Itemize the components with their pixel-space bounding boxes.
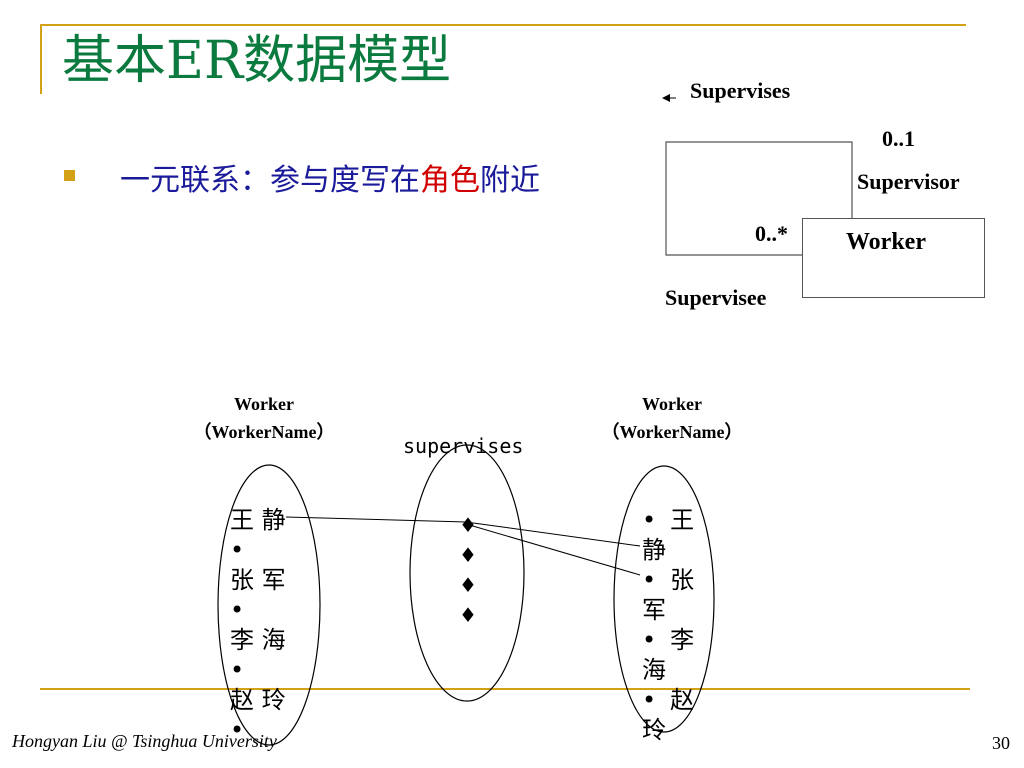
relationship-diamond-icon: ♦ <box>459 513 477 537</box>
title-left-bar <box>40 24 42 94</box>
left-set-items: 王 静 • 张 军 • 李 海 • 赵 玲 • <box>230 505 286 745</box>
list-item-bullet: • <box>230 596 245 624</box>
bullet-text: 一元联系：参与度写在角色附近 <box>120 155 540 199</box>
relationship-label: Supervises <box>690 78 791 103</box>
bottom-rule <box>40 688 970 690</box>
list-item-bullet: • <box>642 626 657 654</box>
list-item-text: 王 静 <box>642 506 695 564</box>
list-item-bullet: • <box>230 716 245 744</box>
list-item: 张 军 <box>230 566 286 594</box>
list-item: •李 海 <box>642 625 706 685</box>
list-item-bullet: • <box>642 686 657 714</box>
list-item-bullet: • <box>642 506 657 534</box>
list-item-bullet: • <box>642 566 657 594</box>
relationship-diamond-icon: ♦ <box>459 543 477 567</box>
right-set-attribute: （WorkerName） <box>601 422 743 442</box>
bullet-square-icon <box>64 170 75 181</box>
top-rule <box>40 24 966 26</box>
bullet-text-highlight: 角色 <box>420 163 480 198</box>
list-item: 王 静 <box>230 506 286 534</box>
left-set-ellipse <box>217 464 321 746</box>
supervisee-cardinality: 0..* <box>755 221 788 246</box>
right-set-label: Worker （WorkerName） <box>572 390 772 446</box>
right-set-ellipse <box>613 465 715 733</box>
left-set-entity: Worker <box>234 394 294 414</box>
supervisee-role-label: Supervisee <box>665 285 767 310</box>
list-item-text: 张 军 <box>642 566 695 624</box>
worker-entity-label: Worker <box>846 229 926 255</box>
list-item-text: 赵 玲 <box>642 686 695 744</box>
list-item: 李 海 <box>230 626 286 654</box>
list-item-bullet: • <box>230 536 245 564</box>
bullet-text-after: 附近 <box>480 163 540 198</box>
list-item: •张 军 <box>642 565 706 625</box>
left-set-attribute: （WorkerName） <box>193 422 335 442</box>
right-set-entity: Worker <box>642 394 702 414</box>
supervisor-role-label: Supervisor <box>857 169 960 194</box>
link-left-to-diamond <box>285 516 467 523</box>
er-supervises-arrowhead <box>662 94 670 102</box>
list-item: •赵 玲 <box>642 685 706 745</box>
bullet-text-before: 一元联系：参与度写在 <box>120 163 420 198</box>
middle-set-ellipse <box>409 444 525 702</box>
er-loop-line <box>665 141 853 256</box>
list-item-bullet: • <box>230 656 245 684</box>
left-set-label: Worker （WorkerName） <box>164 390 364 446</box>
page-number: 30 <box>992 733 1010 753</box>
list-item: •王 静 <box>642 505 706 565</box>
footer-credit: Hongyan Liu @ Tsinghua University <box>12 731 277 751</box>
supervisor-cardinality: 0..1 <box>882 126 915 151</box>
right-set-items: •王 静 •张 军 •李 海 •赵 玲 <box>642 505 706 745</box>
worker-entity-box <box>802 218 985 298</box>
link-diamond-to-right-1 <box>465 521 641 547</box>
slide-title: 基本ER数据模型 <box>62 31 452 91</box>
link-diamond-to-right-2 <box>465 523 641 576</box>
relationship-diamond-icon: ♦ <box>459 573 477 597</box>
list-item: 赵 玲 <box>230 686 286 714</box>
middle-set-diamonds: ♦ ♦ ♦ ♦ <box>459 510 477 630</box>
list-item-text: 李 海 <box>642 626 695 684</box>
relationship-diamond-icon: ♦ <box>459 603 477 627</box>
middle-set-label: supervises <box>403 434 524 458</box>
